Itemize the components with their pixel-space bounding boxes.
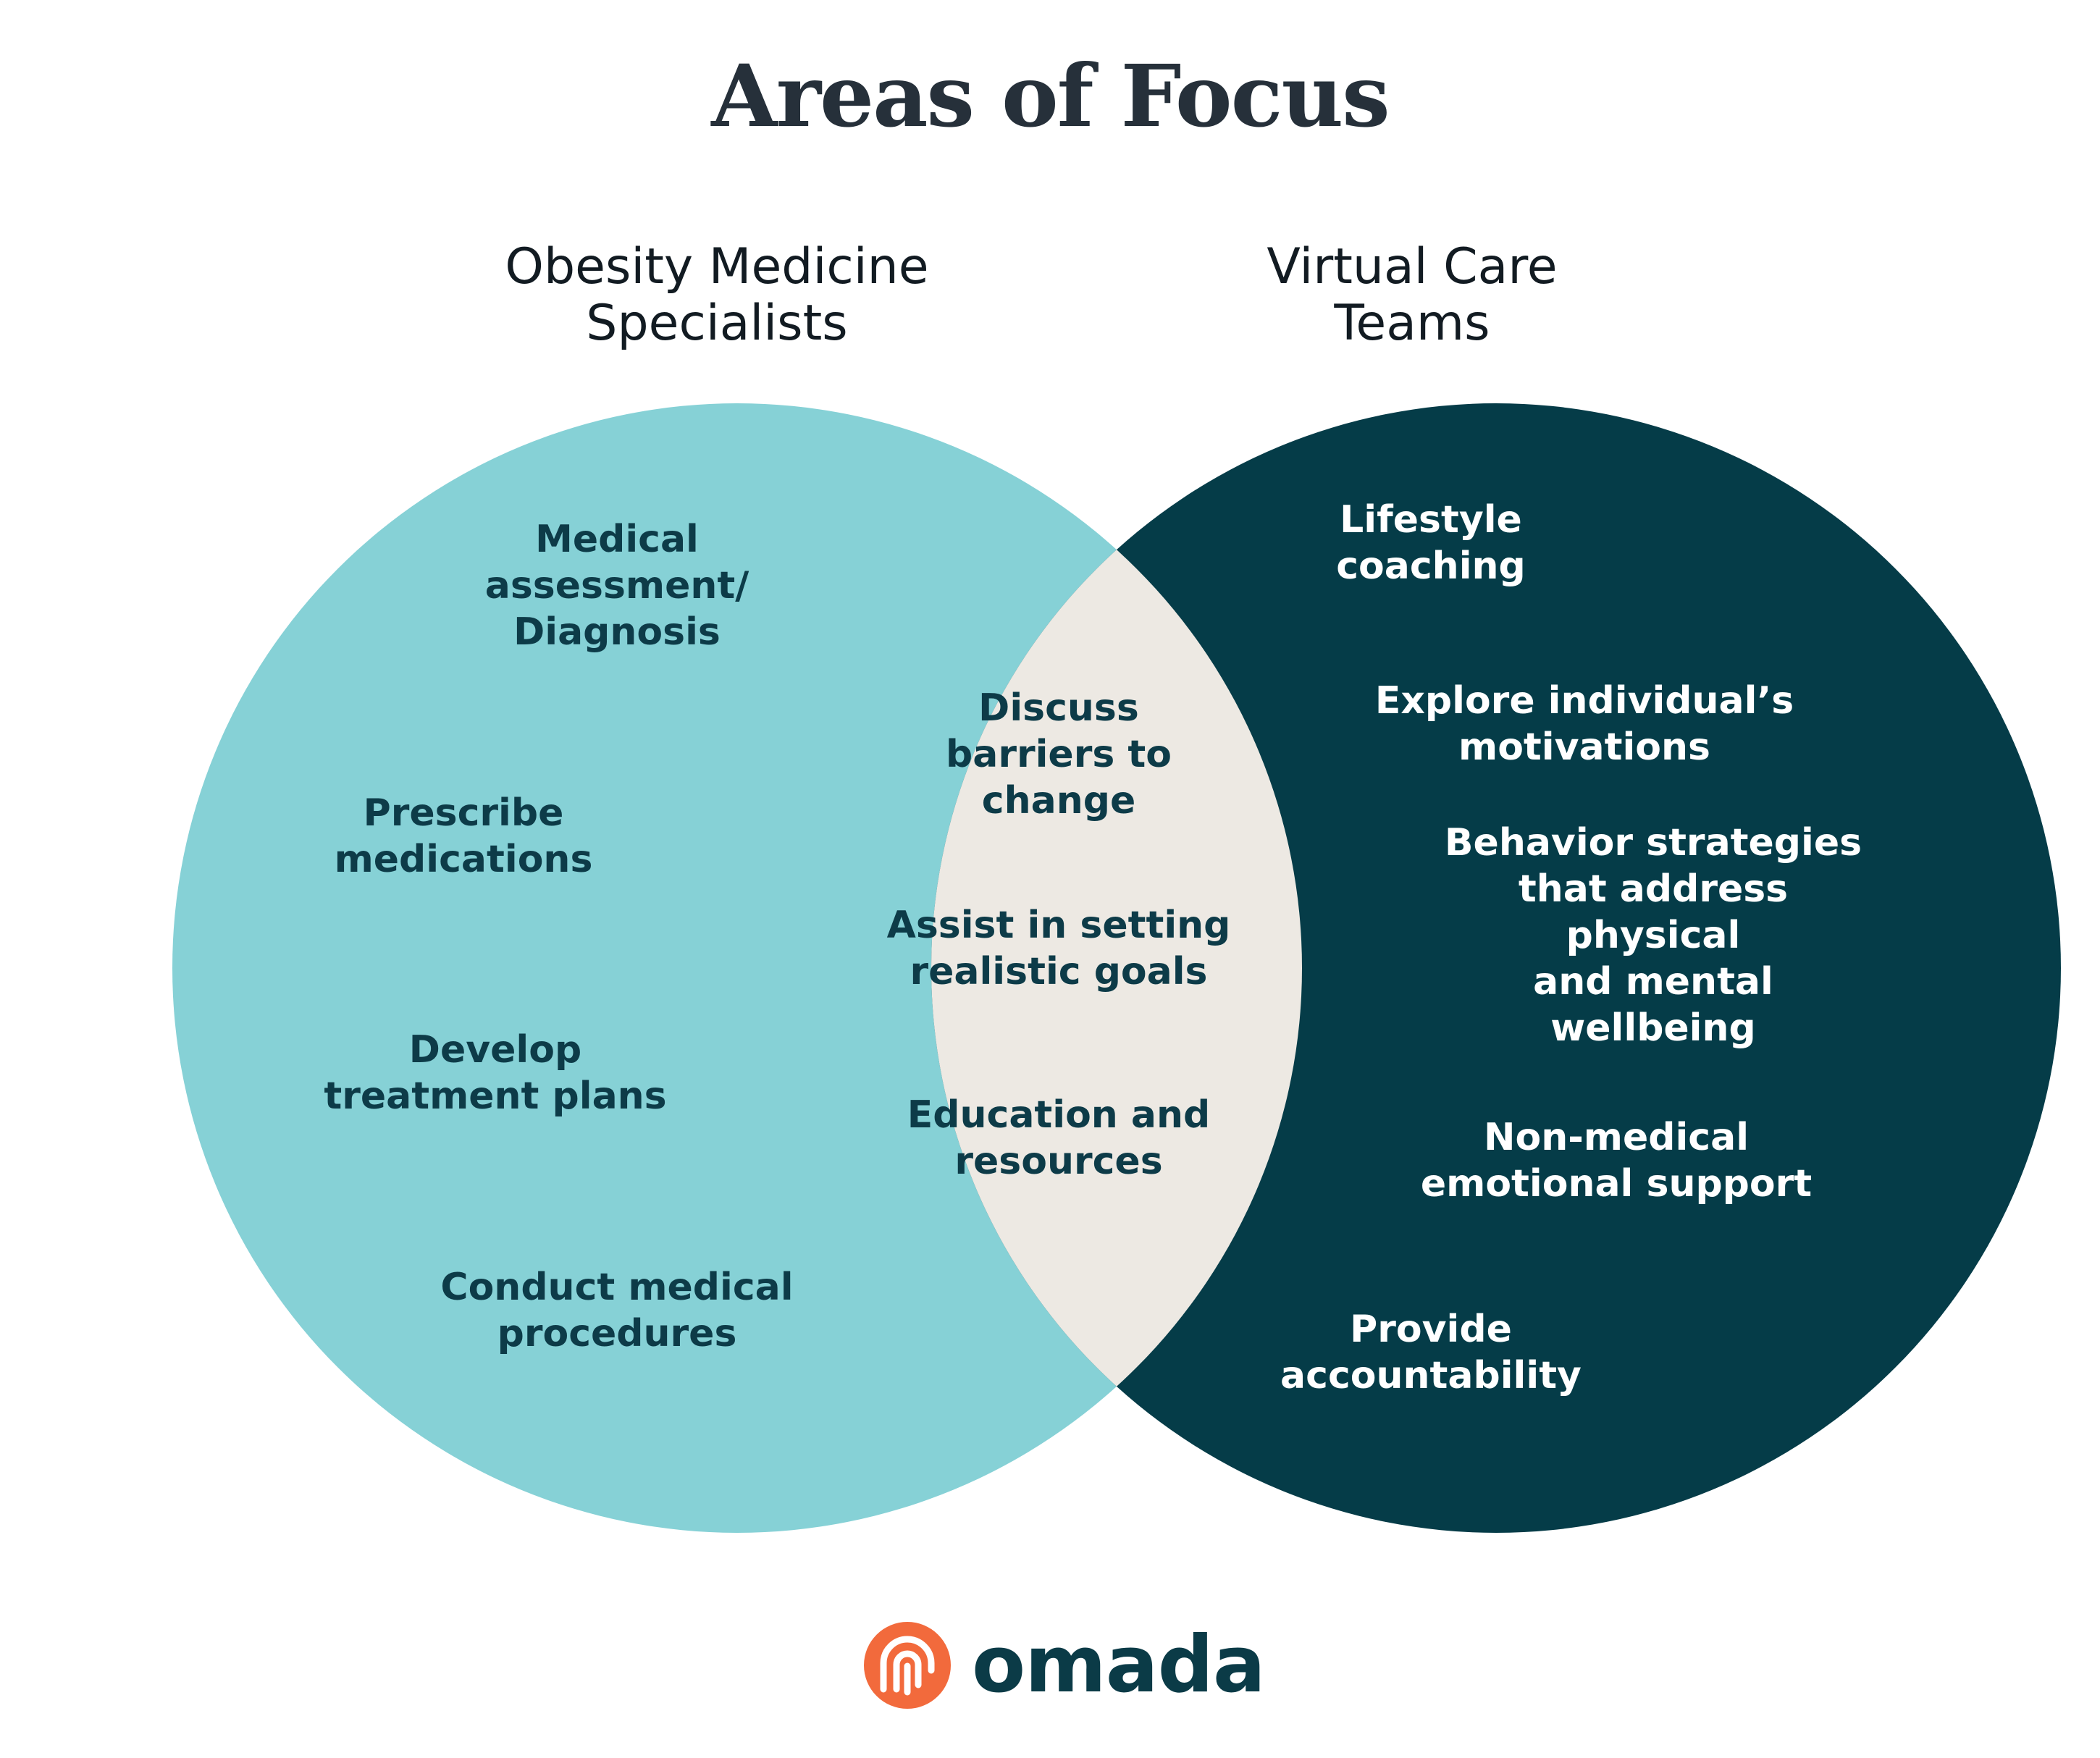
item-explore-individuals-motivations: Explore individual’s motivations [1374,679,1794,769]
item-develop-treatment-plans: Develop treatment plans [324,1028,667,1118]
item-medical-assessment-diagnosis: Medical assessment/ Diagnosis [484,518,749,654]
omada-logo-icon [864,1622,951,1709]
item-behavior-strategies: Behavior strategies that address physica… [1444,821,1862,1050]
overlap-region [931,403,1302,1533]
item-conduct-medical-procedures: Conduct medical procedures [440,1266,794,1355]
item-education-and-resources: Education and resources [907,1093,1211,1183]
item-discuss-barriers-to-change: Discuss barriers to change [946,686,1172,823]
item-prescribe-medications: Prescribe medications [334,791,593,881]
item-provide-accountability: Provide accountability [1280,1308,1582,1397]
item-assist-in-setting-realistic-goals: Assist in setting realistic goals [886,904,1231,993]
set-label-obesity-medicine-specialists: Obesity Medicine Specialists [505,238,929,352]
item-non-medical-emotional-support: Non-medical emotional support [1420,1116,1813,1206]
set-label-virtual-care-teams: Virtual Care Teams [1267,238,1558,352]
page-title: Areas of Focus [711,46,1390,146]
omada-logo: omada [862,1607,1266,1723]
item-lifestyle-coaching: Lifestyle coaching [1336,498,1526,588]
omada-logo-text: omada [972,1620,1266,1710]
